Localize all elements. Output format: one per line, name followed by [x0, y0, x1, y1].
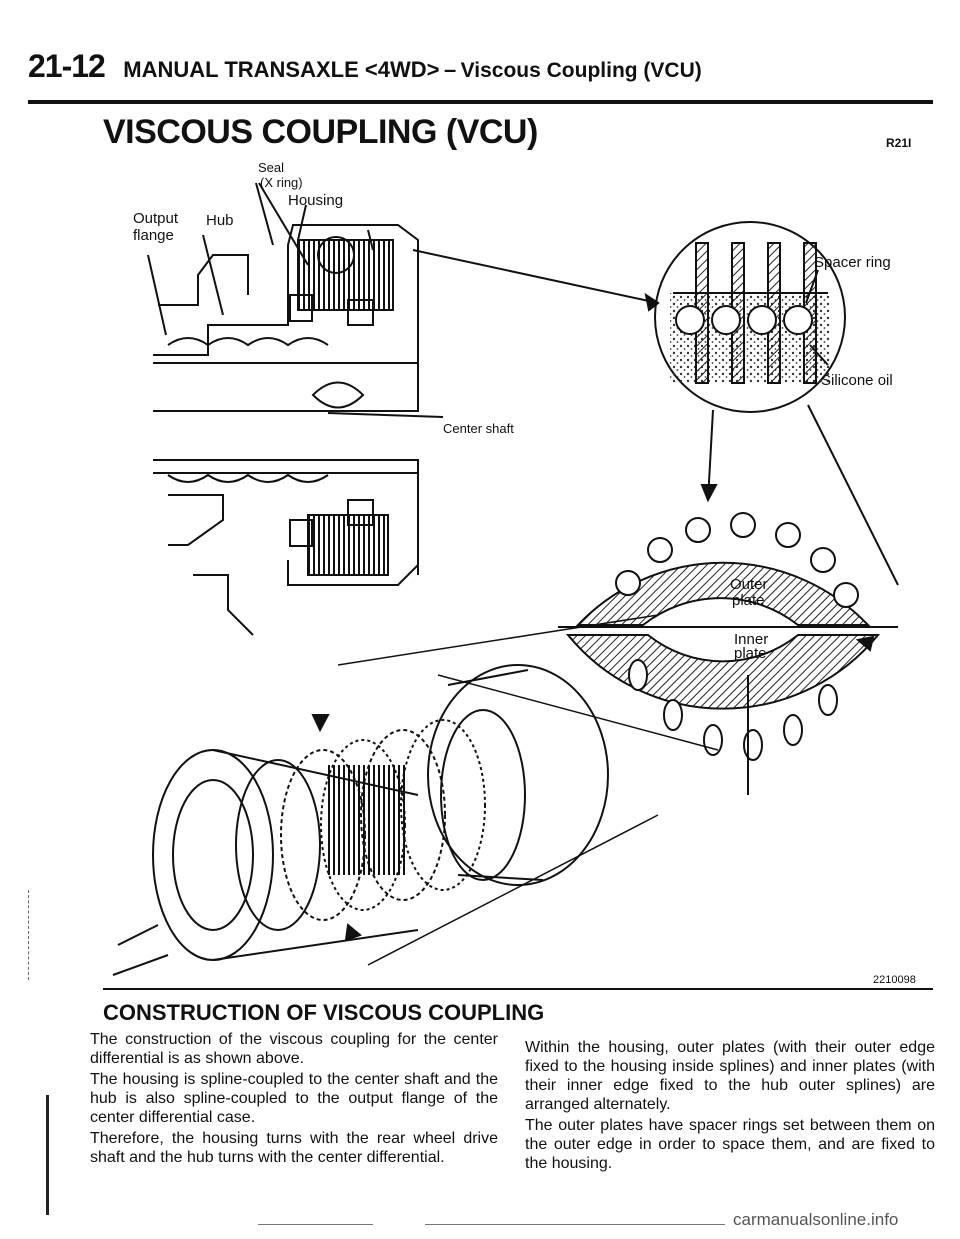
label-flange: flange [133, 227, 174, 244]
margin-mark [28, 890, 30, 980]
page-header: 21-12 MANUAL TRANSAXLE <4WD> – Viscous C… [28, 48, 702, 85]
header-separator: – [443, 57, 457, 82]
title-code: R21I [886, 136, 912, 150]
label-outer: Outer [730, 576, 768, 593]
label-housing: Housing [288, 192, 343, 209]
right-column: Within the housing, outer plates (with t… [525, 1038, 935, 1175]
right-paragraph-1: Within the housing, outer plates (with t… [525, 1039, 935, 1113]
section-title: CONSTRUCTION OF VISCOUS COUPLING [103, 1000, 545, 1025]
label-inner: Inner [734, 631, 768, 648]
footer-line-right [425, 1224, 725, 1225]
label-output: Output [133, 210, 179, 227]
label-silicone-oil: Silicone oil [821, 372, 893, 389]
manual-title: MANUAL TRANSAXLE <4WD> [123, 57, 440, 82]
footer-watermark: carmanualsonline.info [733, 1210, 899, 1229]
left-paragraph-1: The construction of the viscous coupling… [90, 1031, 498, 1067]
figure-code: 2210098 [873, 974, 916, 986]
label-seal: Seal [258, 160, 284, 175]
label-outer-plate: plate [732, 592, 765, 609]
label-spacer-ring: Spacer ring [814, 254, 891, 271]
margin-bar [46, 1095, 49, 1215]
vcu-diagram: Seal (X ring) Housing Output flange Hub … [98, 155, 933, 990]
label-center-shaft: Center shaft [443, 421, 514, 436]
figure-rule [103, 988, 933, 990]
left-column: The construction of the viscous coupling… [90, 1030, 498, 1169]
page-title: VISCOUS COUPLING (VCU) [103, 113, 538, 151]
left-paragraph-3: Therefore, the housing turns with the re… [90, 1130, 498, 1166]
footer-line-left [258, 1224, 373, 1225]
header-rule [28, 100, 933, 104]
label-hub: Hub [206, 212, 234, 229]
left-paragraph-2: The housing is spline-coupled to the cen… [90, 1071, 498, 1126]
section-name: Viscous Coupling (VCU) [460, 59, 702, 82]
label-inner-plate: plate [734, 645, 767, 662]
right-paragraph-2: The outer plates have spacer rings set b… [525, 1117, 935, 1172]
page-number: 21-12 [28, 48, 106, 84]
label-x-ring: (X ring) [260, 175, 303, 190]
